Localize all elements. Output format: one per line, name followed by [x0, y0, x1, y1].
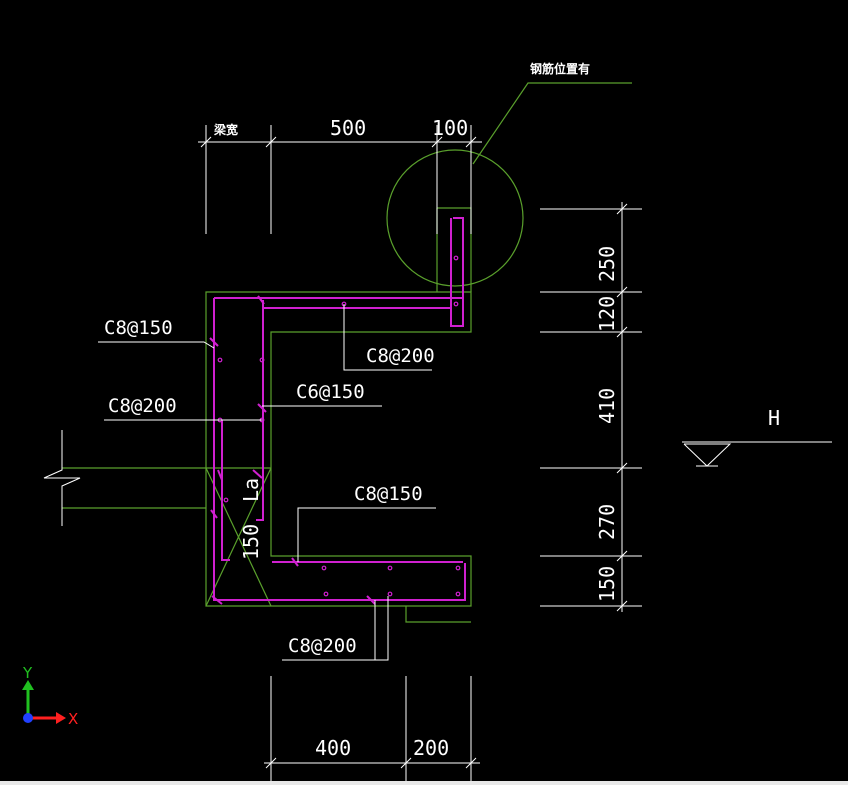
- right-tick-6: [616, 600, 628, 612]
- left-slab-outline: [62, 467, 206, 509]
- dim-right-120: 120: [595, 296, 619, 332]
- right-tick-5: [616, 550, 628, 562]
- bottom-tick-3: [465, 757, 477, 769]
- top-tick-3: [431, 136, 443, 148]
- rebar-label-1: C8@150: [104, 317, 173, 339]
- top-tick-4: [465, 136, 477, 148]
- rebar-label-5: C8@150: [354, 483, 423, 505]
- rebar-tick-8: [366, 595, 376, 605]
- bottom-tick-2: [400, 757, 412, 769]
- upper-upstand-outline: [436, 207, 472, 292]
- rebar-label-6: C8@200: [288, 635, 357, 657]
- dim-right-410: 410: [595, 388, 619, 424]
- axis-y-arrow: [22, 680, 34, 690]
- right-toe-outline: [405, 606, 471, 623]
- rebar-outer-loop: [213, 297, 466, 601]
- rebar-cage: [209, 217, 466, 605]
- rebar-dot: [453, 301, 459, 307]
- leader-rebar-5: [297, 507, 436, 562]
- rebar-dot: [455, 591, 461, 597]
- wall-section-outline: [205, 291, 472, 607]
- dim-top-100: 100: [432, 116, 468, 140]
- rebar-tick-1: [257, 295, 265, 305]
- ucs-axis-icon: Y X: [22, 664, 78, 728]
- bottom-tick-1: [265, 757, 277, 769]
- rebar-dots: [217, 255, 461, 597]
- rebar-label-2: C8@200: [366, 345, 435, 367]
- dim-top-500: 500: [330, 116, 366, 140]
- rebar-tick-7: [211, 595, 223, 605]
- right-tick-4: [616, 462, 628, 474]
- rebar-tick-9: [210, 509, 218, 519]
- axis-origin: [23, 713, 33, 723]
- rebar-dot: [453, 255, 459, 261]
- dim-bottom-400: 400: [315, 736, 351, 760]
- rebar-dot: [223, 497, 229, 503]
- detail-circle: [386, 149, 524, 287]
- rebar-tick-3: [257, 403, 267, 413]
- dim-top-beam-width: 梁宽: [213, 122, 238, 137]
- dimension-lines: [43, 125, 832, 782]
- right-tick-1: [616, 203, 628, 215]
- water-level-label: H: [768, 406, 780, 430]
- rebar-dot: [387, 565, 393, 571]
- callout-leader: [472, 82, 632, 165]
- rebar-label-3: C6@150: [296, 381, 365, 403]
- anchor-cross-2: [205, 467, 272, 607]
- top-tick-1: [200, 136, 212, 148]
- rebar-tick-5: [217, 469, 223, 481]
- dim-right-150: 150: [595, 566, 619, 602]
- rebar-inner-vertical: [256, 300, 264, 521]
- axis-x-arrow: [56, 712, 66, 724]
- dim-inner-150: 150: [239, 524, 263, 560]
- right-tick-3: [616, 326, 628, 338]
- rebar-label-4: C8@200: [108, 395, 177, 417]
- bottom-edge-strip: [0, 781, 848, 785]
- rebar-top-hook: [450, 217, 464, 327]
- rebar-tick-4: [252, 469, 263, 479]
- top-tick-2: [265, 136, 277, 148]
- rebar-tick-6: [291, 557, 299, 567]
- leader-rebar-1: [98, 341, 215, 349]
- callout-text: 钢筋位置有: [530, 61, 590, 76]
- axis-x-label: X: [68, 710, 78, 728]
- axis-y-label: Y: [22, 664, 33, 682]
- rebar-tick-2: [209, 337, 219, 347]
- dim-right-250: 250: [595, 246, 619, 282]
- dim-right-270: 270: [595, 504, 619, 540]
- anchor-length-label: La: [239, 478, 263, 502]
- rebar-dot: [259, 357, 265, 363]
- rebar-dot: [323, 591, 329, 597]
- rebar-dot: [455, 565, 461, 571]
- rebar-dot: [387, 591, 393, 597]
- water-level-triangle: [683, 443, 732, 467]
- rebar-anchor-left: [221, 420, 230, 561]
- right-tick-2: [616, 286, 628, 298]
- rebar-dot: [321, 565, 327, 571]
- leader-rebar-2: [343, 304, 432, 371]
- dim-bottom-200: 200: [413, 736, 449, 760]
- concrete-outline: [62, 82, 632, 623]
- rebar-dot: [217, 357, 223, 363]
- slab-break-line: [43, 430, 81, 526]
